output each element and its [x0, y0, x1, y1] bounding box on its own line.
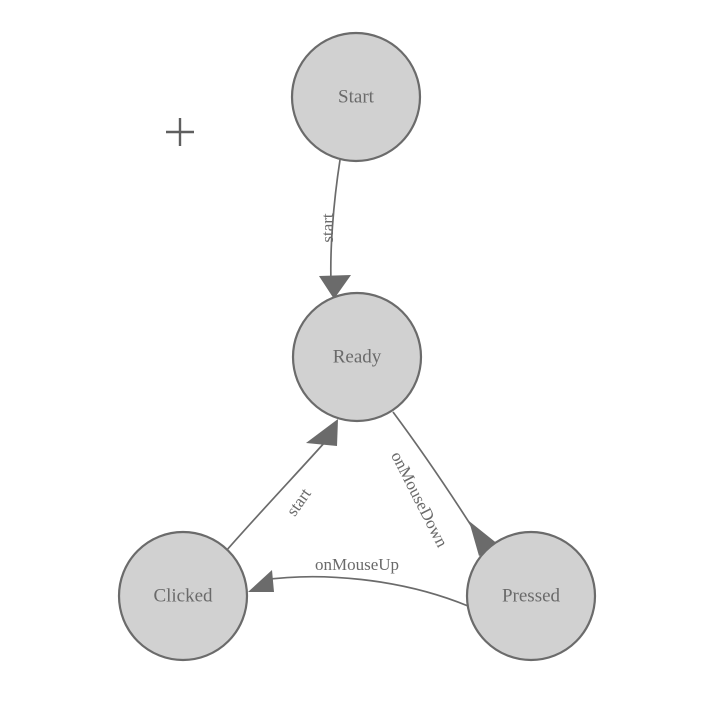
node-circle-clicked[interactable] — [117, 530, 249, 662]
arrowhead-start-to-ready — [319, 275, 351, 299]
edge-label-ready-to-pressed: onMouseDown — [387, 448, 452, 550]
edge-path-clicked-to-ready — [225, 441, 326, 552]
edge-clicked-to-ready[interactable] — [225, 419, 338, 552]
edge-label-pressed-to-clicked: onMouseUp — [315, 555, 399, 574]
node-pressed[interactable]: Pressed — [465, 530, 597, 662]
edge-label-clicked-to-ready: start — [283, 484, 316, 519]
node-label-pressed: Pressed — [502, 585, 561, 606]
node-label-start: Start — [338, 86, 375, 107]
edge-label-start-to-ready: start — [318, 213, 337, 243]
edge-path-pressed-to-clicked — [262, 575, 469, 607]
crosshair-marker[interactable] — [166, 118, 194, 146]
node-circle-pressed[interactable] — [465, 530, 597, 662]
node-layer: Start Ready Clicked Pressed — [117, 31, 597, 662]
node-label-ready: Ready — [333, 346, 382, 367]
node-start[interactable]: Start — [290, 31, 422, 163]
edge-pressed-to-clicked[interactable] — [248, 570, 469, 607]
arrowhead-clicked-to-ready — [306, 419, 338, 446]
edge-path-start-to-ready — [329, 159, 341, 283]
node-clicked[interactable]: Clicked — [117, 530, 249, 662]
node-ready[interactable]: Ready — [291, 291, 423, 423]
node-circle-start[interactable] — [290, 31, 422, 163]
edge-start-to-ready[interactable] — [319, 159, 351, 299]
arrowhead-pressed-to-clicked — [248, 570, 274, 592]
node-label-clicked: Clicked — [153, 585, 213, 606]
node-circle-ready[interactable] — [291, 291, 423, 423]
